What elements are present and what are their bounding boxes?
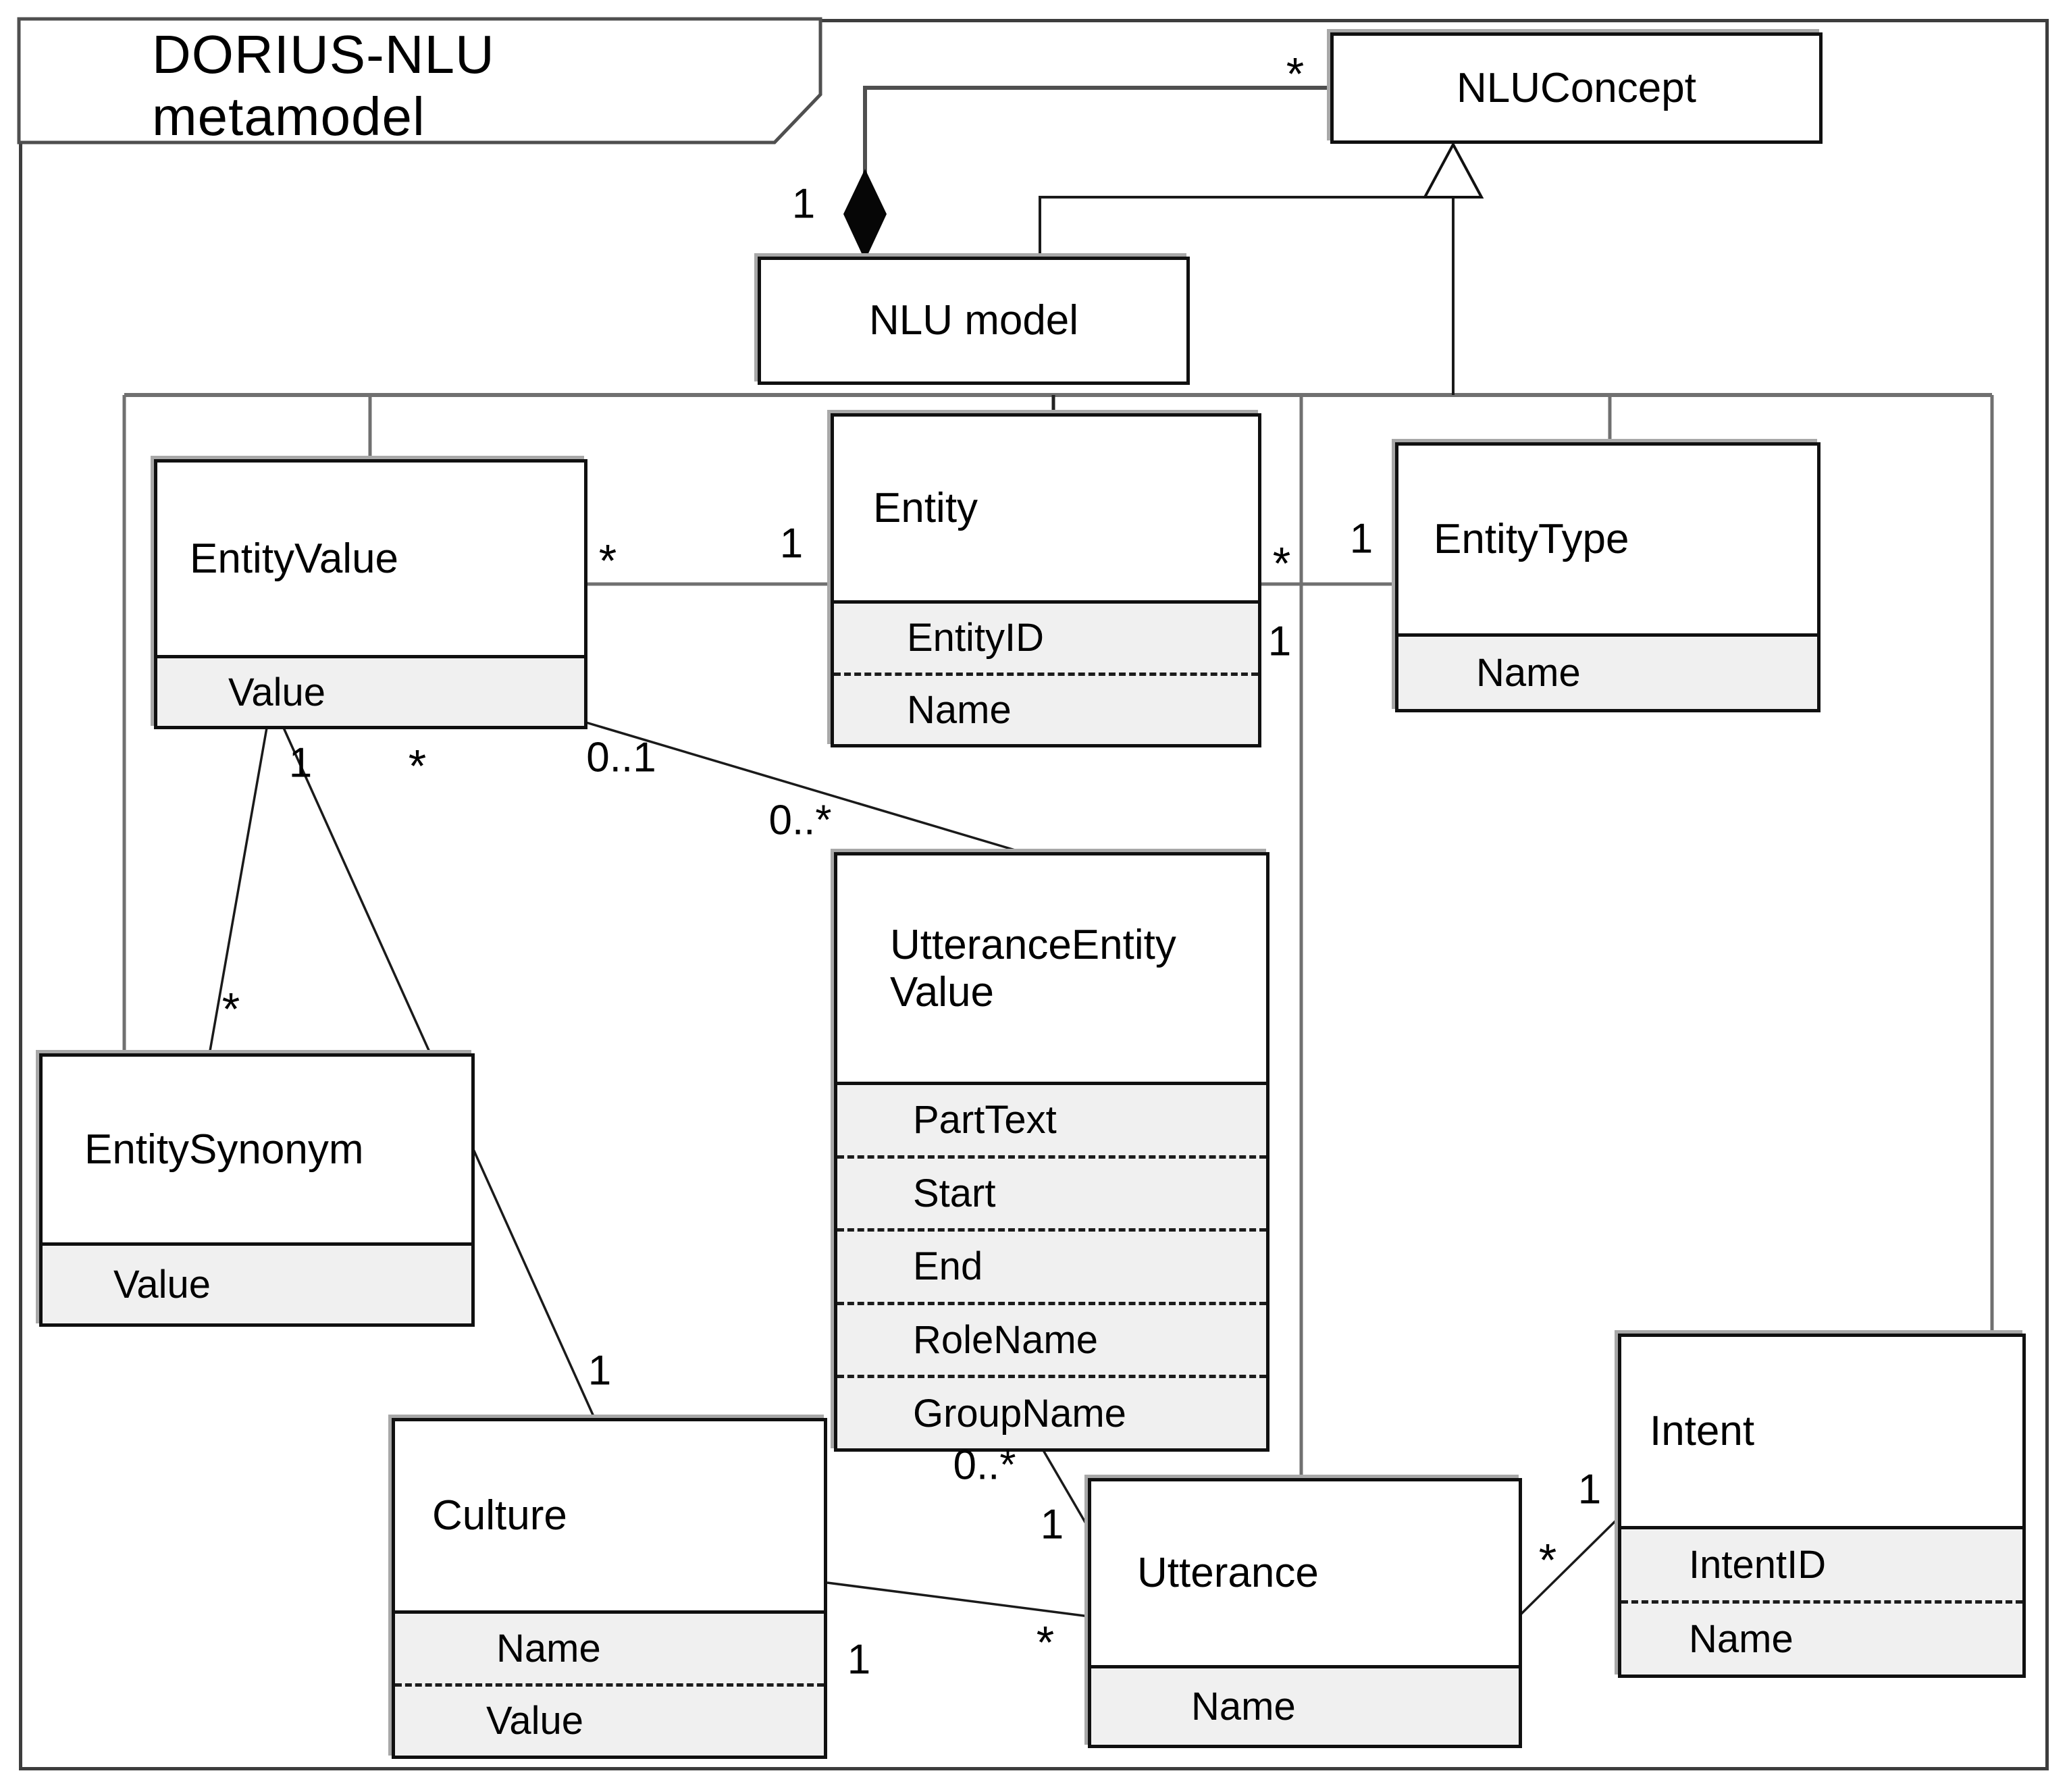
multiplicity-composition-whole: 1 <box>791 180 816 228</box>
attribute: GroupName <box>837 1375 1266 1448</box>
attribute: Name <box>1621 1600 2022 1675</box>
attribute: Name <box>1191 1685 1296 1729</box>
multiplicity-utterance-intent-many: * <box>1538 1534 1557 1586</box>
attribute: IntentID <box>1689 1543 1827 1587</box>
attribute: Start <box>837 1155 1266 1229</box>
multiplicity-culture-one: 1 <box>587 1347 612 1394</box>
class-culture: Culture Name Value <box>392 1418 827 1759</box>
class-entity: Entity EntityID Name <box>831 413 1261 747</box>
attribute: PartText <box>913 1098 1057 1142</box>
class-entityvalue: EntityValue Value <box>154 459 587 729</box>
attribute: Value <box>228 670 326 714</box>
class-intent: Intent IntentID Name <box>1618 1334 2026 1678</box>
multiplicity-culture-utterance-one: 1 <box>847 1636 871 1683</box>
class-name: Utterance <box>1137 1550 1319 1597</box>
class-nlumodel: NLU model <box>758 257 1190 385</box>
multiplicity-composition-part: * <box>1286 48 1305 100</box>
multiplicity-entityvalue-synonym-one: 1 <box>288 739 313 787</box>
class-utteranceentityvalue: UtteranceEntity Value PartText Start End… <box>834 852 1269 1452</box>
multiplicity-entity-type-many: * <box>1272 537 1291 589</box>
class-name: EntityType <box>1434 516 1629 563</box>
diagram-title: DORIUS-NLU metamodel <box>152 24 495 147</box>
attribute-compartment: Name <box>1398 633 1817 709</box>
class-name: Culture <box>432 1492 567 1539</box>
attribute: RoleName <box>837 1301 1266 1375</box>
multiplicity-entityvalue-uev-01: 0..1 <box>586 734 656 781</box>
class-name: EntityValue <box>190 535 399 582</box>
multiplicity-entitysynonym-many: * <box>221 983 240 1035</box>
multiplicity-utterance-many: * <box>1036 1616 1055 1668</box>
attribute: End <box>837 1228 1266 1302</box>
attribute-compartment: IntentID Name <box>1621 1526 2022 1675</box>
multiplicity-uev-utterance-0many: 0..* <box>953 1442 1016 1489</box>
multiplicity-entityvalue-culture-many: * <box>408 740 427 792</box>
attribute: Value <box>113 1263 211 1307</box>
class-name: NLU model <box>868 297 1079 344</box>
attribute-compartment: Value <box>43 1242 471 1323</box>
multiplicity-entityvalue-end: * <box>598 535 617 587</box>
class-name: UtteranceEntity Value <box>890 922 1176 1016</box>
attribute-compartment: EntityID Name <box>834 600 1258 744</box>
attribute: EntityID <box>907 616 1045 660</box>
multiplicity-entitytype-one: 1 <box>1349 515 1373 562</box>
class-name: Entity <box>873 485 978 532</box>
multiplicity-utterance-line: 1 <box>1267 618 1292 665</box>
diagram-frame-border <box>19 19 2049 1770</box>
class-entitytype: EntityType Name <box>1395 442 1821 712</box>
class-name: Intent <box>1650 1408 1755 1455</box>
attribute-compartment: Name Value <box>395 1610 824 1756</box>
attribute: Value <box>395 1683 824 1756</box>
attribute-compartment: Value <box>157 655 584 726</box>
multiplicity-uev-utterance-one: 1 <box>1040 1501 1064 1548</box>
attribute: Name <box>834 672 1258 745</box>
multiplicity-uev-0many: 0..* <box>768 797 832 844</box>
multiplicity-intent-one: 1 <box>1577 1466 1602 1513</box>
attribute: Name <box>496 1626 601 1670</box>
attribute: Name <box>1476 651 1581 695</box>
attribute-compartment: PartText Start End RoleName GroupName <box>837 1082 1266 1448</box>
class-name: EntitySynonym <box>84 1126 364 1173</box>
attribute-compartment: Name <box>1091 1665 1519 1745</box>
class-entitysynonym: EntitySynonym Value <box>39 1053 475 1327</box>
multiplicity-entity-end: 1 <box>779 520 804 567</box>
class-nluconcept: NLUConcept <box>1330 32 1823 144</box>
class-name: NLUConcept <box>1457 64 1696 111</box>
class-utterance: Utterance Name <box>1088 1478 1522 1748</box>
